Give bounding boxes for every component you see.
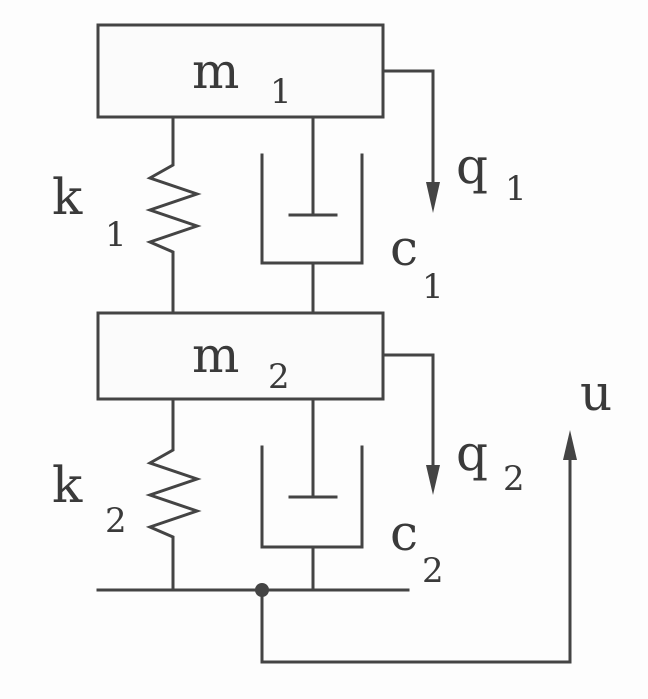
input-u-symbol: u [580, 364, 612, 422]
mass-m2-block [96, 311, 385, 401]
displacement-q1-symbol: q [456, 137, 488, 195]
mass-m1: m 1 [96, 23, 385, 119]
input-u-arrowhead [563, 430, 577, 460]
displacement-q1-line [381, 69, 435, 187]
spring-k1-coil [145, 115, 202, 315]
damper-c1-index: 1 [422, 267, 444, 307]
displacement-q2: q 2 [381, 353, 525, 499]
spring-k2-symbol: k [52, 456, 83, 514]
displacement-q2-symbol: q [456, 424, 488, 482]
damper-c1: c 1 [260, 115, 444, 315]
spring-k1: k 1 [52, 115, 202, 315]
displacement-q2-line [381, 353, 435, 470]
mass-m2-symbol: m [192, 326, 239, 384]
spring-k2-coil [145, 397, 202, 592]
mass-m2-index: 2 [268, 357, 290, 397]
mass-m1-symbol: m [192, 42, 239, 100]
mass-m2: m 2 [96, 311, 385, 401]
spring-k1-index: 1 [105, 215, 127, 255]
spring-k2: k 2 [52, 397, 202, 592]
damper-c1-symbol: c [390, 219, 418, 277]
displacement-q2-index: 2 [503, 459, 525, 499]
mass-m1-block [96, 23, 385, 119]
damper-c2-index: 2 [422, 551, 444, 591]
displacement-q1-index: 1 [505, 169, 527, 209]
displacement-q1: q 1 [381, 69, 527, 213]
base-excitation: u [96, 364, 612, 664]
spring-k1-symbol: k [52, 168, 83, 226]
damper-c2-symbol: c [390, 504, 418, 562]
displacement-q2-arrowhead [426, 465, 440, 495]
displacement-q1-arrowhead [426, 182, 440, 213]
damper-c2: c 2 [260, 397, 444, 592]
input-u-line [260, 456, 572, 664]
spring-k2-index: 2 [105, 501, 127, 541]
mass-m1-index: 1 [270, 72, 292, 112]
